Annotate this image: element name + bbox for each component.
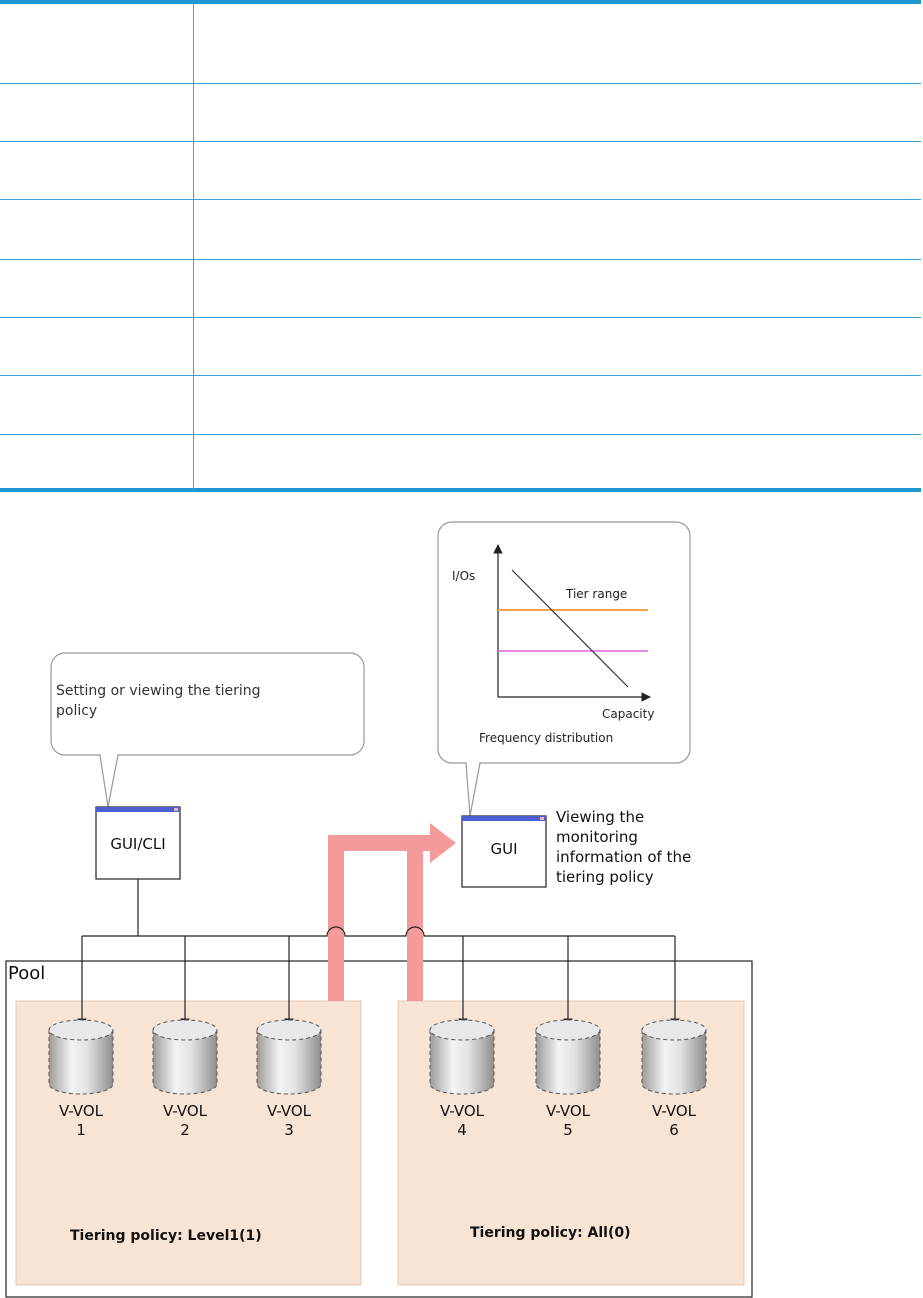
pool-border bbox=[5, 960, 753, 1298]
table-cell bbox=[194, 4, 921, 83]
table-cell bbox=[0, 260, 193, 317]
table-cell bbox=[0, 142, 193, 199]
table-cell bbox=[0, 4, 193, 83]
callout-bubble-right bbox=[437, 521, 691, 817]
monitoring-arrow bbox=[328, 823, 456, 1001]
table-cell bbox=[0, 200, 193, 259]
reference-table bbox=[0, 0, 921, 492]
cylinder-icon bbox=[429, 1019, 495, 1095]
table-row bbox=[0, 259, 921, 317]
vvol-cylinders bbox=[48, 1019, 707, 1095]
table-cell bbox=[194, 376, 921, 434]
policy-label-right: Tiering policy: All(0) bbox=[470, 1225, 631, 1241]
chart-y-label: I/Os bbox=[452, 569, 476, 583]
cylinder-icon bbox=[48, 1019, 114, 1095]
monitoring-description: Viewing the monitoring information of th… bbox=[556, 808, 692, 886]
callout-left-text: Setting or viewing the tiering policy bbox=[56, 683, 261, 719]
table-cell bbox=[194, 260, 921, 317]
chart-caption: Frequency distribution bbox=[479, 731, 614, 745]
table-row bbox=[0, 317, 921, 375]
cylinder-icon bbox=[535, 1019, 601, 1095]
table-row bbox=[0, 83, 921, 141]
policy-label-left: Tiering policy: Level1(1) bbox=[70, 1228, 262, 1244]
table-cell bbox=[194, 142, 921, 199]
table-cell bbox=[194, 84, 921, 141]
distribution-line bbox=[511, 569, 629, 688]
callout-bubble-left bbox=[50, 652, 365, 808]
gui-cli-label: GUI/CLI bbox=[110, 835, 166, 853]
table-row bbox=[0, 4, 921, 83]
table-cell bbox=[0, 435, 193, 492]
chart-x-label: Capacity bbox=[602, 707, 655, 721]
table-row bbox=[0, 141, 921, 199]
table-cell bbox=[0, 84, 193, 141]
table-cell bbox=[0, 376, 193, 434]
table-cell bbox=[194, 200, 921, 259]
table-row bbox=[0, 434, 921, 492]
pool-label: Pool bbox=[8, 963, 46, 984]
table-row bbox=[0, 375, 921, 434]
chart-tier-range-label: Tier range bbox=[566, 587, 628, 601]
cylinder-icon bbox=[641, 1019, 707, 1095]
table-cell bbox=[194, 435, 921, 492]
diagram-graphics bbox=[5, 521, 753, 1298]
frequency-chart bbox=[493, 544, 651, 702]
gui-window bbox=[461, 815, 547, 888]
cylinder-icon bbox=[152, 1019, 218, 1095]
table-row bbox=[0, 199, 921, 259]
cylinder-icon bbox=[256, 1019, 322, 1095]
gui-label: GUI bbox=[490, 840, 518, 858]
table-cell bbox=[0, 318, 193, 375]
gui-cli-window bbox=[95, 806, 181, 880]
table-cell bbox=[194, 318, 921, 375]
connector-lines bbox=[77, 879, 680, 1028]
tiering-policy-diagram: Setting or viewing the tiering policy I/… bbox=[0, 515, 923, 1298]
